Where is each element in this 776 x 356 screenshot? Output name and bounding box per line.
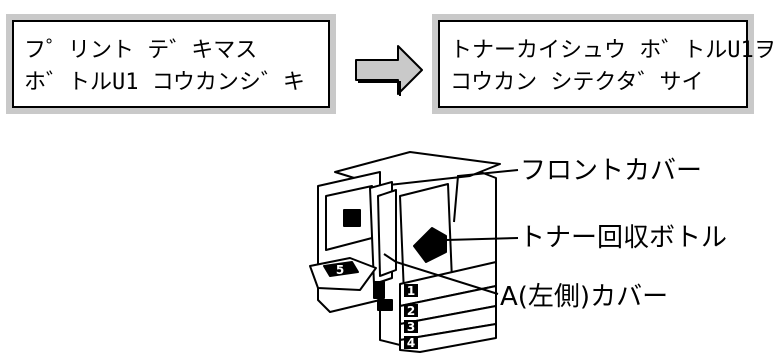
lcd-panel-before: フ゜リント テ゛キマス ホ゛トルU1 コウカンシ゛キ (6, 14, 336, 114)
diagram-canvas: 5 1 2 3 4 (309, 45, 519, 353)
tray-3-label: 3 (407, 320, 415, 334)
left-cover-label: A(左側)カバー (500, 282, 669, 312)
tray-5-tag: 5 (336, 263, 344, 277)
lcd-screen-before: フ゜リント テ゛キマス ホ゛トルU1 コウカンシ゛キ (12, 20, 330, 108)
front-cover-label: フロントカバー (520, 156, 703, 186)
lcd-after-line-1: トナーカイシュウ ホ゛トルU1ヲ (450, 38, 776, 63)
toner-bottle-leader (445, 237, 519, 241)
lcd-before-line-1: フ゜リント テ゛キマス (24, 38, 258, 63)
tray-labels: 5 1 2 3 4 (336, 263, 418, 350)
leader-lines (383, 169, 519, 295)
tray-3-tag: 3 (404, 320, 418, 334)
tray-4-label: 4 (407, 336, 415, 350)
tray-2-tag: 2 (404, 304, 418, 318)
lcd-before-line-2: ホ゛トルU1 コウカンシ゛キ (24, 70, 305, 95)
front-cover-leader (453, 169, 519, 223)
tray-1-label: 1 (407, 284, 415, 298)
tray-4-tag: 4 (404, 336, 418, 350)
toner-bottle-label: トナー回収ボトル (519, 223, 728, 253)
tray-2-label: 2 (407, 304, 415, 318)
transition-arrow-icon (355, 45, 423, 96)
left-cover-leader (383, 253, 499, 295)
lcd-screen-after: トナーカイシュウ ホ゛トルU1ヲ コウカン シテクタ゛サイ (438, 20, 776, 108)
lcd-panel-after: トナーカイシュウ ホ゛トルU1ヲ コウカン シテクタ゛サイ (432, 14, 776, 114)
lcd-after-line-2: コウカン シテクタ゛サイ (450, 70, 704, 95)
tray-5-label: 5 (336, 263, 344, 277)
tray-1-tag: 1 (404, 284, 418, 298)
